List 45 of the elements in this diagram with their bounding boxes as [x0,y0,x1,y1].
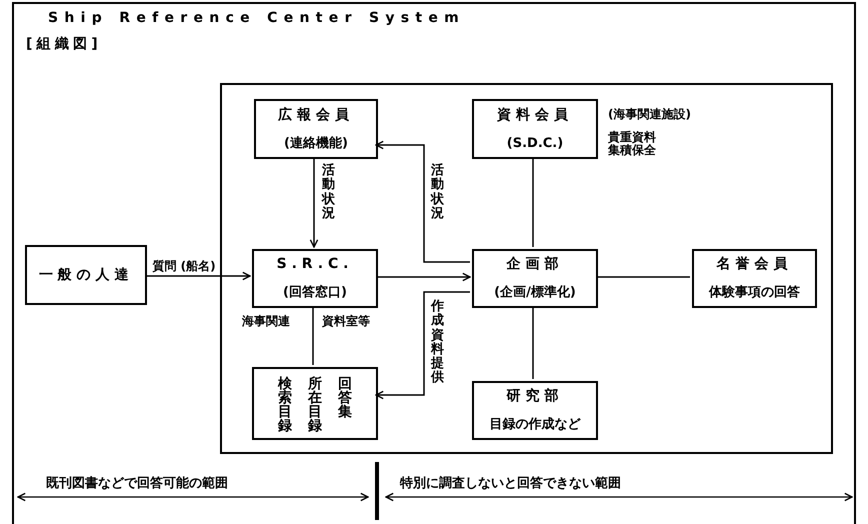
section-label: [組織図] [26,35,102,54]
side-note: 貴重資料集積保全 [608,131,657,158]
side-note: 資料室等 [322,313,370,330]
catalog-label: 回答集 [338,377,352,419]
node-title: 企画部 [506,254,564,274]
org-box [472,249,598,308]
connector [375,291,470,400]
connector [532,157,534,247]
edge-label: 質問 (船名) [152,258,216,275]
connector [596,276,690,278]
node-subtitle: (連絡機能) [284,134,348,153]
connector [532,306,534,379]
edge-label: 活動状況 [322,164,335,222]
org-box [252,249,378,308]
range-label: 特別に調査しないと回答できない範囲 [400,474,621,493]
connector [312,306,314,365]
node-subtitle: (回答窓口) [283,284,347,302]
diagram-title: Ship Reference Center System [48,9,466,28]
node-subtitle: 体験事項の回答 [709,284,800,302]
node-subtitle: (企画/標準化) [494,284,576,302]
side-note: (海事関連施設) [608,106,692,123]
range-label: 既刊図書などで回答可能の範囲 [46,475,228,493]
node-subtitle: 目録の作成など [490,416,580,434]
node-title: S.R.C. [276,255,354,274]
node-subtitle: (S.D.C.) [506,134,564,153]
connector [376,272,471,282]
edge-label: 活動状況 [431,164,444,222]
org-box [692,249,817,308]
node-title: 広報会員 [278,106,354,125]
org-box [254,99,378,159]
org-box [25,245,147,305]
node-title: 一般の人達 [38,266,134,284]
connector [375,140,470,263]
connector [147,272,251,280]
edge-label: 作成資料提供 [431,300,444,386]
connector [310,157,318,248]
node-title: 研究部 [506,386,564,406]
group-frame [220,83,833,454]
org-box [252,367,378,440]
side-note: 海事関連 [242,313,290,330]
node-title: 名誉会員 [716,255,792,274]
catalog-label: 所在目録 [308,377,322,433]
node-title: 資料会員 [497,106,573,125]
catalog-label: 検索目録 [278,377,292,433]
org-box [472,381,598,440]
